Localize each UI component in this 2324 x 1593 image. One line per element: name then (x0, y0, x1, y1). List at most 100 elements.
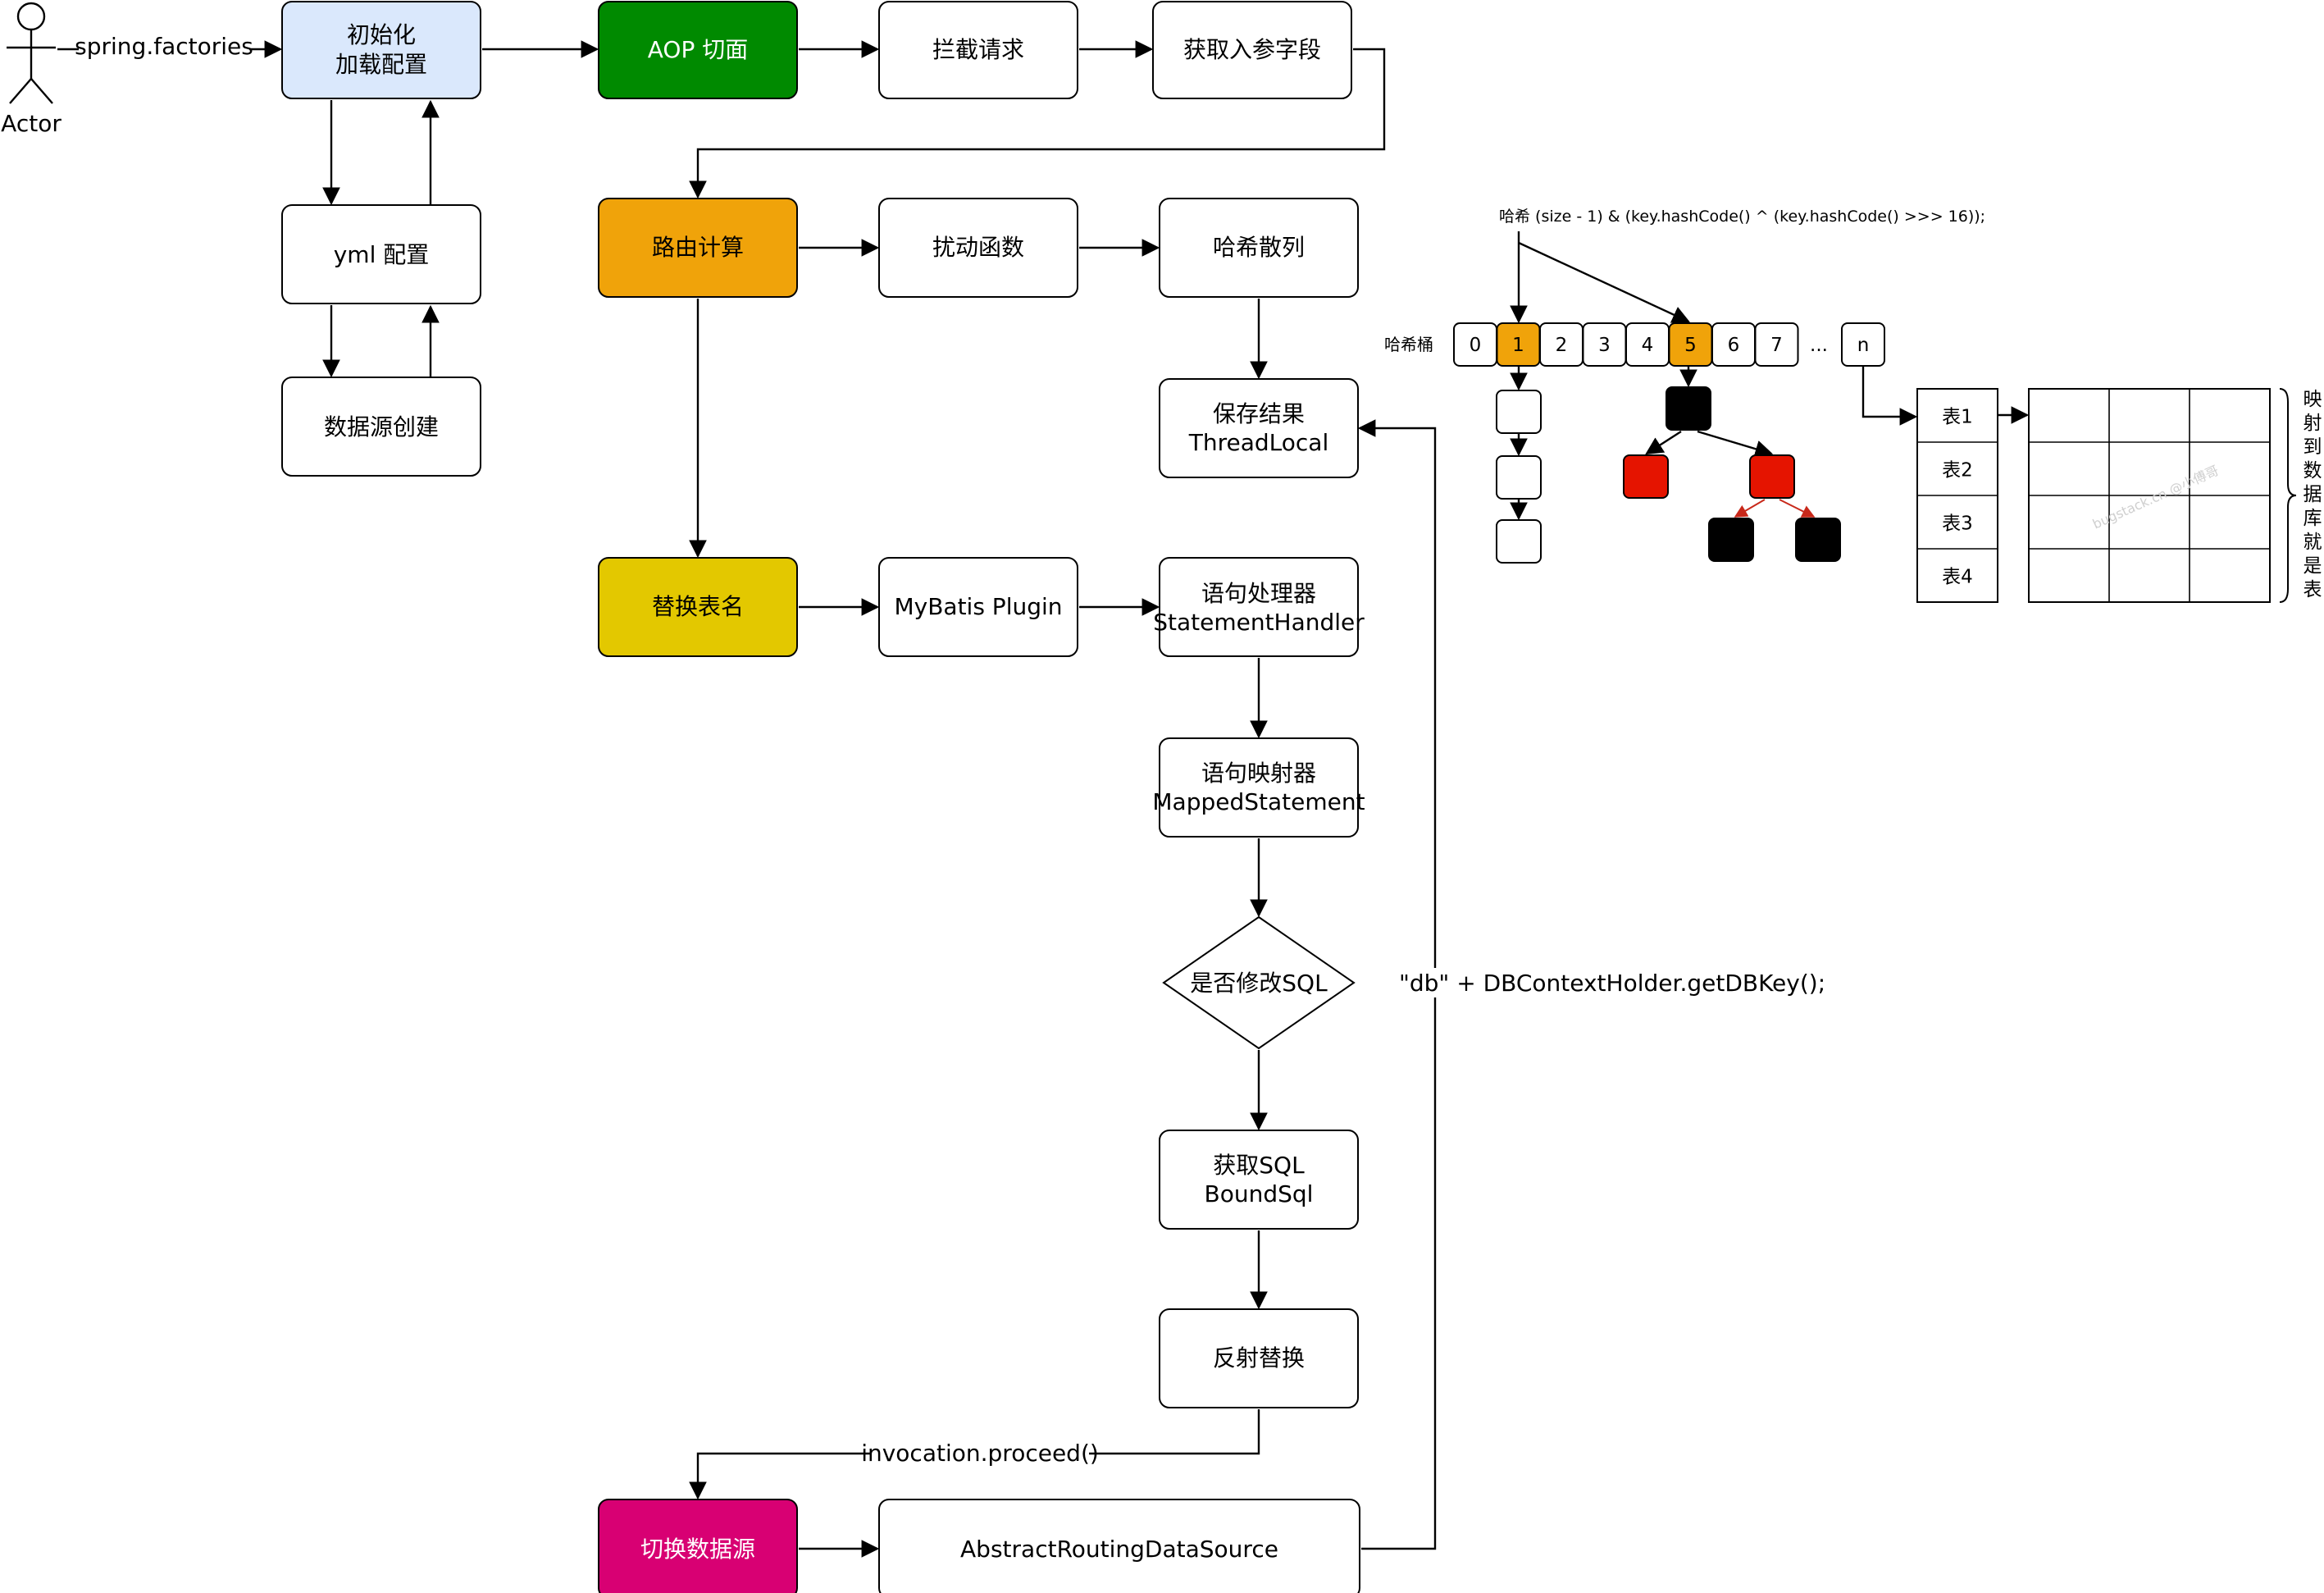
node-switch-ds[interactable]: 切换数据源 (598, 1499, 798, 1593)
node-save[interactable]: 保存结果 ThreadLocal (1159, 378, 1359, 478)
node-replace-table-label: 替换表名 (652, 593, 744, 620)
node-get-param-label: 获取入参字段 (1183, 36, 1321, 63)
hash-formula: 哈希 (size - 1) & (key.hashCode() ^ (key.h… (1499, 208, 1985, 226)
table-name: 表1 (1942, 407, 1973, 428)
bucket-ellipsis-text: ... (1810, 335, 1828, 356)
node-disturb[interactable]: 扰动函数 (878, 198, 1078, 298)
node-stmt-handler-box (1159, 557, 1359, 657)
node-datasource-box (281, 377, 481, 477)
tree-node-black (1795, 518, 1841, 562)
node-route[interactable]: 路由计算 (598, 198, 798, 298)
node-save-box (1159, 378, 1359, 478)
edge-label-invocation: invocation.proceed() (861, 1440, 1099, 1467)
edge-param-route (689, 48, 1386, 199)
node-init[interactable]: 初始化 加载配置 (281, 1, 481, 99)
mapping-char: 库 (2303, 508, 2322, 529)
node-routing-ds-label: AbstractRoutingDataSource (960, 1536, 1278, 1563)
node-plugin-label: MyBatis Plugin (894, 593, 1062, 620)
node-get-sql-line2: BoundSql (1205, 1180, 1314, 1207)
linked-list (1496, 366, 1542, 564)
table-name: 表3 (1942, 514, 1973, 535)
node-init-line2: 加载配置 (335, 51, 427, 78)
actor-figure-icon (7, 2, 56, 104)
bucket-cell: 6 (1711, 322, 1756, 367)
node-routing-ds[interactable]: AbstractRoutingDataSource (878, 1499, 1360, 1593)
edge-formula-bucket-5 (1518, 241, 1690, 323)
node-stmt-handler-line2: StatementHandler (1153, 609, 1365, 636)
node-reflect-label: 反射替换 (1213, 1344, 1305, 1372)
bucket-cell-box (1754, 322, 1799, 367)
node-get-sql-line1: 获取SQL (1213, 1152, 1305, 1179)
list-node (1496, 519, 1542, 564)
tree-node-red (1749, 454, 1795, 499)
node-save-line1: 保存结果 (1213, 400, 1305, 427)
node-intercept-label: 拦截请求 (932, 36, 1024, 63)
table-name: 表2 (1942, 460, 1973, 482)
mapping-brace (2279, 388, 2297, 603)
edge-label-bg (79, 30, 249, 57)
node-modify-sql[interactable]: 是否修改SQL (1162, 915, 1356, 1050)
bucket-cell: 3 (1582, 322, 1627, 367)
node-plugin[interactable]: MyBatis Plugin (878, 557, 1078, 657)
node-stmt-handler[interactable]: 语句处理器 StatementHandler (1153, 557, 1365, 657)
node-aop[interactable]: AOP 切面 (598, 1, 798, 99)
mapping-char: 到 (2303, 436, 2322, 458)
node-init-line1: 初始化 (347, 21, 416, 48)
node-reflect[interactable]: 反射替换 (1159, 1308, 1359, 1408)
node-mapped-stmt-line2: MappedStatement (1152, 788, 1365, 815)
edge-label-db-key: "db" + DBContextHolder.getDBKey(); (1399, 970, 1825, 997)
red-black-tree (1623, 366, 1841, 562)
node-aop-label: AOP 切面 (648, 36, 749, 63)
bucket-index: 4 (1642, 335, 1654, 356)
node-intercept[interactable]: 拦截请求 (878, 1, 1078, 99)
bucket-cell: 0 (1453, 322, 1497, 367)
node-stmt-handler-line1: 语句处理器 (1201, 580, 1316, 607)
node-mapped-stmt[interactable]: 语句映射器 MappedStatement (1152, 737, 1365, 838)
tree-node-black (1708, 518, 1754, 562)
bucket-label: 哈希桶 (1384, 335, 1433, 354)
node-yml[interactable]: yml 配置 (281, 204, 481, 304)
bucket-last: n (1841, 322, 1885, 367)
actor-label: Actor (1, 110, 62, 137)
mapping-char: 表 (2303, 579, 2322, 600)
edges: spring.factories invocation.proceed() "d… (57, 30, 1825, 1558)
node-datasource[interactable]: 数据源创建 (281, 377, 481, 477)
db-grid (2028, 388, 2271, 603)
bucket-index: 7 (1770, 335, 1783, 356)
bucket-cell: 4 (1625, 322, 1670, 367)
mapping-char: 映 (2303, 389, 2322, 410)
bucket-index: 5 (1684, 335, 1697, 356)
bucket-ellipsis: ... (1810, 335, 1828, 356)
actor: Actor (1, 2, 62, 137)
mapping-char: 就 (2303, 532, 2322, 553)
bucket-cell: 7 (1754, 322, 1799, 367)
list-node (1496, 390, 1542, 434)
node-save-line2: ThreadLocal (1188, 429, 1328, 456)
node-hash[interactable]: 哈希散列 (1159, 198, 1359, 298)
mapping-char: 数 (2303, 460, 2322, 482)
node-mapped-stmt-box (1159, 737, 1359, 838)
node-init-box (281, 1, 481, 99)
node-replace-table[interactable]: 替换表名 (598, 557, 798, 657)
tree-node-black (1666, 386, 1711, 431)
node-disturb-label: 扰动函数 (932, 234, 1024, 261)
edge-tree-right (1697, 430, 1774, 458)
node-hash-label: 哈希散列 (1213, 234, 1305, 261)
tree-node-red (1623, 454, 1669, 499)
edge-bucket-n-tables (1861, 366, 1918, 426)
bucket-index: 1 (1512, 335, 1524, 356)
node-modify-sql-label: 是否修改SQL (1190, 970, 1328, 997)
mapping-char: 是 (2303, 555, 2322, 577)
node-mapped-stmt-line1: 语句映射器 (1201, 760, 1316, 787)
edge-label-spring-factories: spring.factories (75, 33, 253, 60)
edge-tree-red-right (1779, 499, 1816, 518)
bucket-cell: 5 (1668, 322, 1713, 367)
bucket-cell: 1 (1496, 322, 1541, 367)
node-get-param[interactable]: 获取入参字段 (1152, 1, 1352, 99)
node-get-sql[interactable]: 获取SQL BoundSql (1159, 1130, 1359, 1230)
hash-panel: 哈希 (size - 1) & (key.hashCode() ^ (key.h… (1384, 208, 2322, 603)
